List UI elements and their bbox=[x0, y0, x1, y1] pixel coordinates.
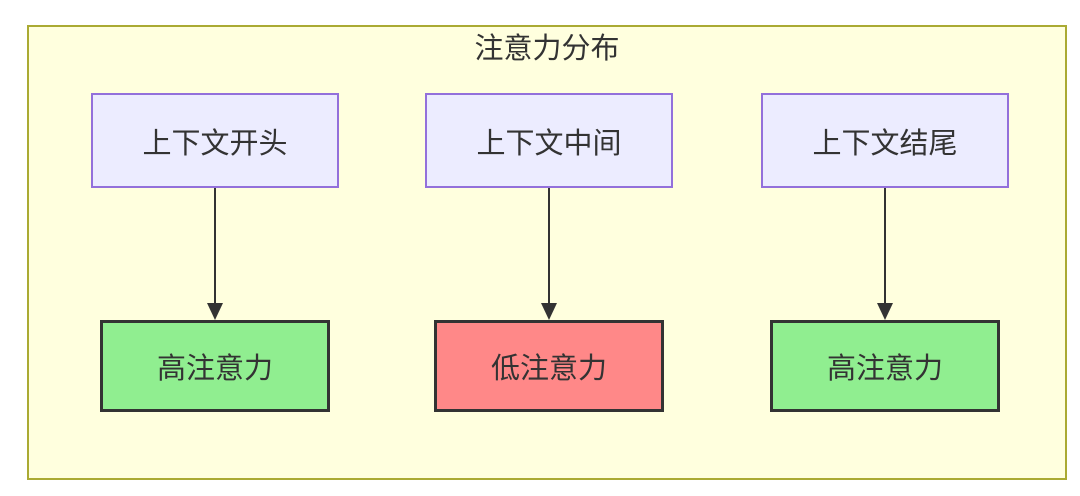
target-node-high-attention-2: 高注意力 bbox=[770, 320, 1000, 412]
target-node-high-attention-1: 高注意力 bbox=[100, 320, 330, 412]
source-node-context-end: 上下文结尾 bbox=[761, 93, 1009, 188]
diagram-title: 注意力分布 bbox=[474, 33, 620, 65]
arrow-down-icon bbox=[541, 188, 557, 320]
flow-column-context-end: 上下文结尾 高注意力 bbox=[760, 93, 1010, 412]
source-node-context-middle: 上下文中间 bbox=[425, 93, 673, 188]
source-node-context-start: 上下文开头 bbox=[91, 93, 339, 188]
arrow-down-icon bbox=[877, 188, 893, 320]
arrow-down-icon bbox=[207, 188, 223, 320]
target-node-low-attention: 低注意力 bbox=[434, 320, 664, 412]
attention-distribution-subgraph: 注意力分布 上下文开头 高注意力 上下文中间 低注意力 上下文结尾 bbox=[27, 25, 1067, 480]
flow-column-context-middle: 上下文中间 低注意力 bbox=[424, 93, 674, 412]
flow-column-context-start: 上下文开头 高注意力 bbox=[90, 93, 340, 412]
